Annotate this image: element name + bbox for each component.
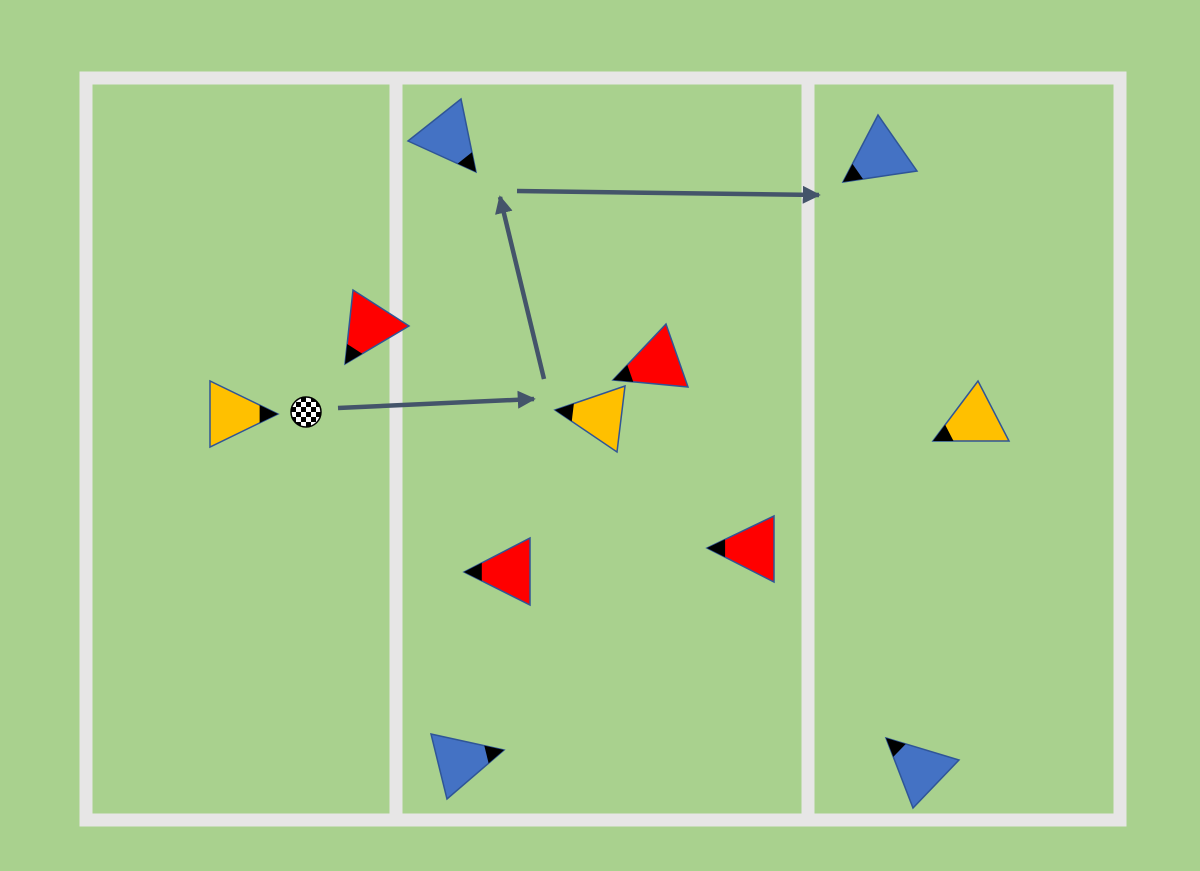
facing-marker [345,344,363,364]
ball-layer [290,396,322,428]
red-player-triangle [611,322,690,388]
red-player-triangle [705,514,775,584]
blue-player-triangle [841,113,919,183]
facing-marker [555,403,574,422]
zones [79,71,1127,827]
blue-player-triangle [406,97,478,174]
pass-3-arrow [516,185,821,204]
defender-middle-top [611,322,690,388]
facing-marker [707,539,726,558]
yellow-player-triangle [931,379,1011,442]
players [209,97,1011,810]
facing-marker [886,738,906,757]
facing-marker [843,163,863,182]
defender-middle-right [705,514,775,584]
facing-marker [457,152,476,172]
pass-arrows [337,185,821,411]
red-player-triangle [344,288,411,366]
defender-middle-left [462,536,531,607]
facing-marker [259,405,278,423]
facing-marker [484,745,504,764]
red-player-triangle [462,536,531,607]
facing-marker [613,364,634,382]
attacker-right [931,379,1011,442]
yellow-player-triangle [209,379,280,449]
facing-marker [933,424,954,441]
pass-2-arrow [495,195,547,380]
blue-player-triangle [884,736,961,810]
pass-1-arrow [337,390,536,411]
yellow-player-triangle [553,384,626,454]
neutral-right-bottom [884,736,961,810]
neutral-right-top [841,113,919,183]
facing-marker [464,562,482,581]
soccer-ball-icon [290,396,322,428]
defender-left-zone [344,288,411,366]
attacker-middle [553,384,626,454]
neutral-middle-top [406,97,478,174]
right-zone [801,71,1127,827]
neutral-middle-bottom [429,733,506,801]
attacker-ball-carrier [209,379,280,449]
